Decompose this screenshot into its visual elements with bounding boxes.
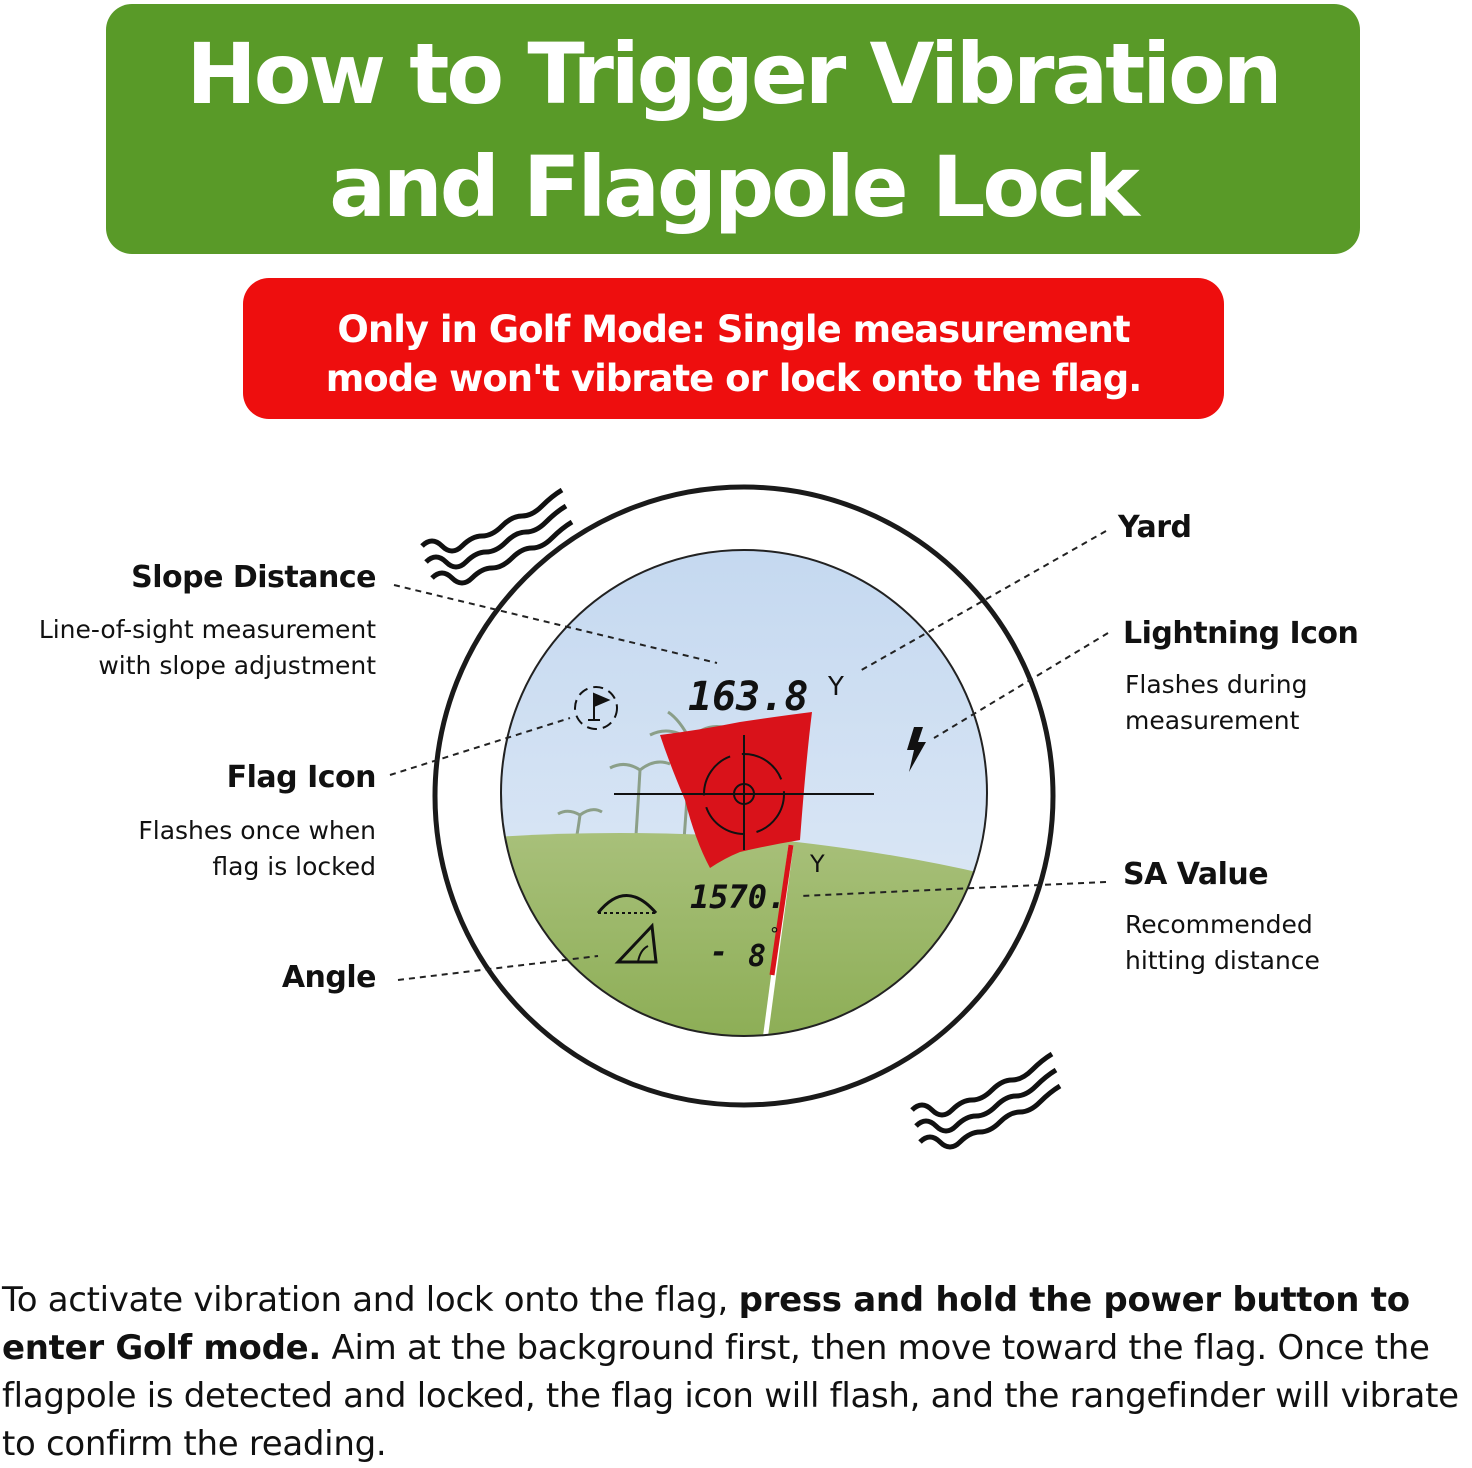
angle-readout: 8 bbox=[748, 939, 766, 974]
desc-slope-distance-2: with slope adjustment bbox=[98, 651, 376, 680]
sa-unit: Y bbox=[809, 850, 825, 878]
desc-slope-distance-1: Line-of-sight measurement bbox=[38, 615, 376, 644]
vibration-wave-icon-top bbox=[420, 487, 574, 586]
distance-readout: 163.8 bbox=[688, 674, 808, 720]
lens-edge bbox=[500, 549, 988, 1037]
sa-readout: 1570. bbox=[690, 878, 786, 916]
desc-flag-icon-1: Flashes once when bbox=[138, 816, 376, 845]
instructions-part-2: Aim at the background first, then move t… bbox=[2, 1328, 1459, 1464]
angle-sign: - bbox=[710, 935, 728, 970]
desc-sa-value-1: Recommended bbox=[1125, 910, 1313, 939]
golf-mode-notice: Only in Golf Mode: Single measurement mo… bbox=[243, 278, 1224, 419]
label-slope-distance: Slope Distance bbox=[131, 560, 376, 595]
crosshair-reticle bbox=[614, 735, 874, 850]
title-banner: How to Trigger Vibration and Flagpole Lo… bbox=[106, 4, 1360, 254]
title-line-1: How to Trigger Vibration bbox=[186, 25, 1282, 123]
desc-lightning-icon-2: measurement bbox=[1125, 706, 1300, 735]
label-flag-icon: Flag Icon bbox=[226, 760, 377, 795]
instructions-bold: press and hold the power button to enter… bbox=[2, 1280, 1410, 1368]
title-line-2: and Flagpole Lock bbox=[329, 138, 1140, 236]
instructions-paragraph: To activate vibration and lock onto the … bbox=[2, 1276, 1472, 1468]
angle-unit: ° bbox=[770, 924, 779, 945]
desc-flag-icon-2: flag is locked bbox=[212, 852, 376, 881]
desc-sa-value-2: hitting distance bbox=[1125, 946, 1320, 975]
desc-lightning-icon-1: Flashes during bbox=[1125, 670, 1308, 699]
label-angle: Angle bbox=[281, 960, 377, 995]
leader-lines bbox=[389, 530, 1109, 981]
instructions-part-1: To activate vibration and lock onto the … bbox=[2, 1280, 739, 1320]
eyepiece-outer-ring bbox=[432, 484, 1056, 1108]
rangefinder-diagram: 163.8 Y 1570. Y - 8 ° bbox=[389, 484, 1109, 1150]
flag-lock-icon bbox=[574, 686, 618, 730]
notice-line-2: mode won't vibrate or lock onto the flag… bbox=[325, 357, 1143, 400]
distance-unit: Y bbox=[827, 672, 844, 702]
angle-icon bbox=[614, 922, 658, 964]
label-yard: Yard bbox=[1118, 510, 1192, 545]
notice-line-1: Only in Golf Mode: Single measurement bbox=[337, 308, 1130, 351]
vibration-wave-icon-bottom bbox=[910, 1051, 1062, 1150]
slope-icon bbox=[596, 894, 658, 914]
label-lightning-icon: Lightning Icon bbox=[1123, 616, 1359, 651]
lightning-icon bbox=[907, 727, 926, 772]
label-sa-value: SA Value bbox=[1123, 857, 1269, 892]
flag bbox=[660, 712, 812, 868]
